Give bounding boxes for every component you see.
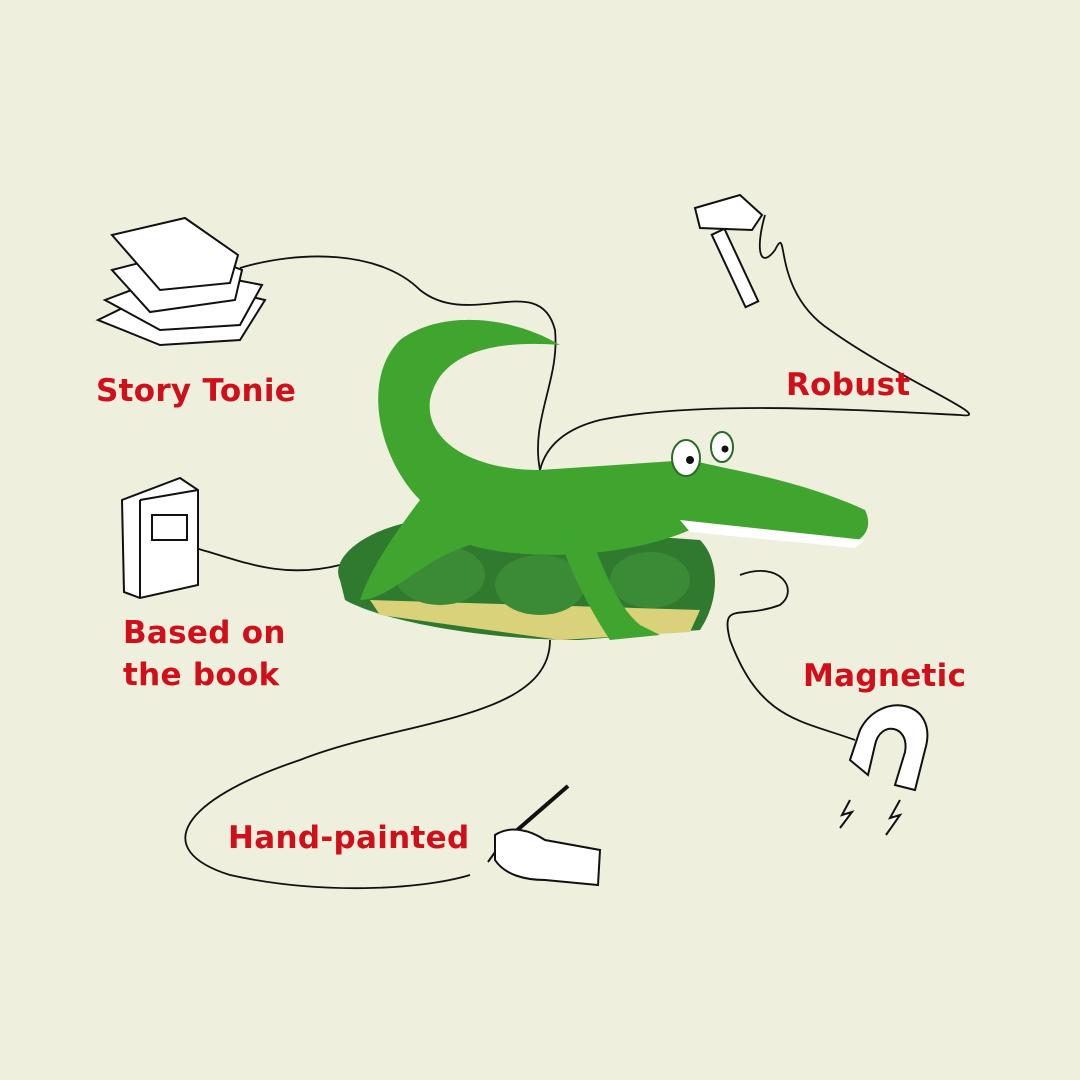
hammer-icon — [693, 193, 764, 309]
crocodile-figure — [338, 319, 869, 640]
feature-label-magnetic: Magnetic — [803, 658, 967, 694]
book-icon — [120, 476, 199, 600]
books-stack-icon — [95, 216, 267, 347]
magnet-icon — [839, 704, 929, 836]
feature-label-hand-painted: Hand-painted — [228, 820, 470, 856]
feature-label-line: the book — [123, 657, 280, 693]
feature-label-story-tonie: Story Tonie — [96, 373, 297, 409]
feature-label-robust: Robust — [786, 367, 911, 403]
feature-label-line: Based on — [123, 615, 286, 651]
hand-painting-icon — [487, 784, 602, 887]
connector-lines — [184, 214, 970, 890]
feature-label-based-on-book: Based on the book — [123, 612, 286, 696]
